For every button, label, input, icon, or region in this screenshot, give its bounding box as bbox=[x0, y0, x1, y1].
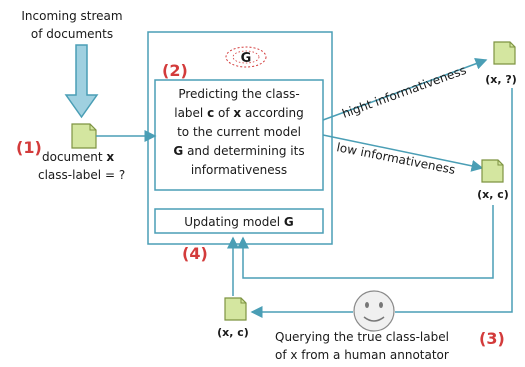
document-x-label: document x bbox=[42, 150, 114, 164]
prediction-text: Predicting the class- label c of x accor… bbox=[173, 87, 304, 177]
query-text-line2: of x from a human annotator bbox=[275, 348, 449, 362]
low-doc-label: (x, c) bbox=[477, 188, 509, 201]
update-model-box bbox=[154, 208, 324, 234]
low-informativeness-arrow bbox=[322, 134, 484, 172]
query-path-line bbox=[395, 88, 513, 313]
document-icon bbox=[71, 123, 97, 149]
document-icon bbox=[224, 297, 247, 321]
document-icon bbox=[481, 159, 504, 183]
incoming-arrow bbox=[64, 44, 99, 119]
low-feedback-arrow bbox=[237, 205, 494, 279]
prediction-line-4: G and determining its bbox=[173, 144, 304, 158]
step-3-number: (3) bbox=[479, 329, 505, 348]
bottom-doc-label: (x, c) bbox=[217, 326, 249, 339]
document-icon bbox=[493, 41, 516, 65]
step-2-number: (2) bbox=[162, 61, 188, 80]
model-cloud-icon: G bbox=[225, 46, 267, 68]
prediction-line-1: Predicting the class- bbox=[178, 87, 299, 101]
high-informativeness-arrow bbox=[322, 57, 488, 121]
model-symbol: G bbox=[241, 51, 252, 66]
update-model-label: Updating model G bbox=[184, 215, 294, 229]
human-annotator-icon bbox=[353, 290, 395, 332]
query-text-line1: Querying the true class-label bbox=[275, 330, 449, 344]
incoming-label-line2: of documents bbox=[31, 27, 113, 41]
prediction-line-5: informativeness bbox=[191, 163, 287, 177]
prediction-line-2: label c of x according bbox=[174, 106, 304, 120]
high-informativeness-label: hight informativeness bbox=[340, 63, 468, 121]
class-label-unknown: class-label = ? bbox=[38, 168, 125, 182]
step-1-number: (1) bbox=[16, 138, 42, 157]
incoming-label-line1: Incoming stream bbox=[21, 9, 122, 23]
high-doc-label: (x, ?) bbox=[485, 73, 517, 86]
prediction-line-3: to the current model bbox=[177, 125, 301, 139]
step-4-number: (4) bbox=[182, 244, 208, 263]
